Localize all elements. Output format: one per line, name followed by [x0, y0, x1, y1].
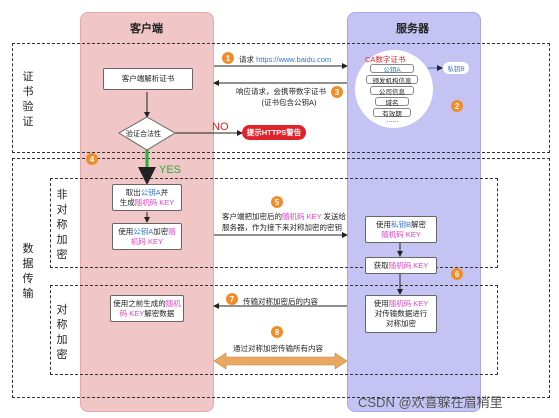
server-decrypt-box: 使用私钥B解密 随机码 KEY: [365, 216, 437, 243]
cert-item-company: 公司信息: [370, 86, 414, 96]
encrypt-key-box: 使用公钥A加密随 机码 KEY: [112, 223, 182, 250]
section-data-transfer: 数据传输: [22, 243, 34, 300]
step-1-marker: 1: [222, 52, 234, 64]
asym-frame: [50, 178, 498, 268]
server-encrypt-box: 使用随机码 KEY 对传输数据进行 对称加密: [365, 295, 437, 333]
step-7-marker: 7: [226, 293, 238, 305]
private-key-badge: 私钥B: [443, 62, 469, 74]
step-5-marker: 5: [271, 196, 283, 208]
yes-label: YES: [159, 164, 182, 176]
cert-item-pubkey: 公钥A: [370, 64, 414, 74]
step-5-label: 客户端把加密后的随机码 KEY 发送给 服务器，作为接下来对称加密的密钥: [222, 212, 347, 232]
data-transfer-frame: [12, 158, 550, 398]
step-2-marker: 2: [451, 100, 463, 112]
https-warning-badge: 提示HTTPS警告: [242, 125, 306, 140]
arrow-bidirectional: [213, 352, 348, 370]
gen-key-box: 取出公钥A并 生成随机码 KEY: [112, 184, 182, 211]
server-get-key-box: 获取随机码 KEY: [365, 257, 437, 274]
step-1-label: 请求 https://www.baidu.com: [239, 55, 332, 64]
verify-label: 验证合法性: [126, 131, 161, 138]
parse-cert-box: 客户端解析证书: [103, 68, 193, 90]
sym-frame: [50, 285, 498, 375]
cert-item-issuer: 颁发机构信息: [366, 75, 418, 85]
cert-item-validity: 有效期: [373, 108, 411, 118]
client-title: 客户端: [130, 23, 163, 35]
cert-title: CA数字证书: [365, 55, 406, 64]
cert-item-domain: 域名: [375, 97, 409, 107]
step-8-marker: 8: [271, 326, 283, 338]
cert-item-more: ……: [386, 117, 399, 124]
step-3-label: 响应请求，会携带数字证书 (证书包含公钥A): [236, 87, 326, 107]
cert-verify-frame: [12, 43, 550, 153]
step-7-label: 传输对称加密后的内容: [243, 297, 318, 306]
no-label: NO: [212, 121, 229, 133]
step-4-marker: 4: [86, 153, 98, 165]
step-3-marker: 3: [331, 86, 343, 98]
step-8-label: 通过对称加密传输所有内容: [233, 344, 323, 353]
server-title: 服务器: [396, 23, 429, 35]
section-sym: 对称加密: [56, 304, 68, 361]
section-cert-verify: 证书验证: [22, 71, 34, 128]
step-6-marker: 6: [451, 268, 463, 280]
decrypt-data-box: 使用之前生成的随机 码 KEY解密数据: [110, 295, 184, 322]
section-asym: 非对称加密: [56, 189, 68, 261]
watermark: CSDN @欢喜躲在眉梢里: [358, 395, 503, 410]
